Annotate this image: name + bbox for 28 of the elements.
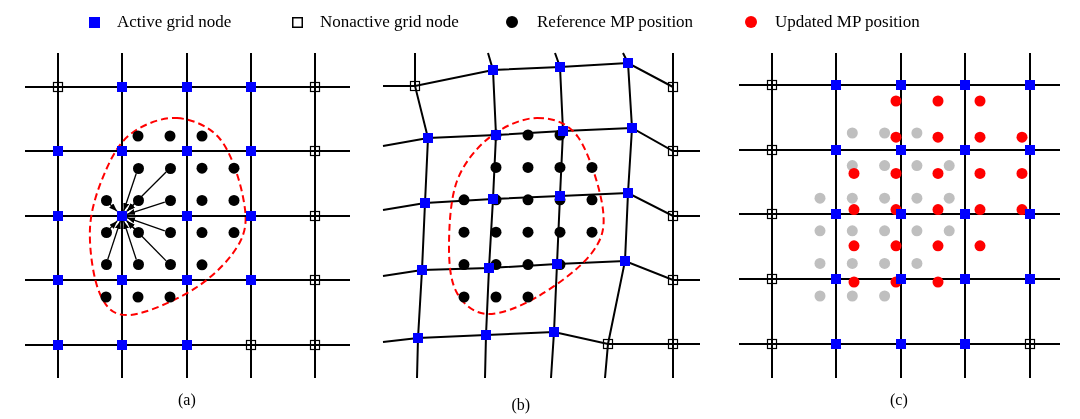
grid-node-square <box>117 211 127 221</box>
panel-label: (c) <box>890 391 908 409</box>
arrow <box>123 220 137 261</box>
legend-label: Active grid node <box>117 12 232 32</box>
material-point-dot <box>132 162 144 174</box>
panel-label: (a) <box>178 391 196 409</box>
material-point-dot <box>132 227 144 239</box>
legend-label: Updated MP position <box>775 12 920 32</box>
panel-label: (b) <box>511 396 531 414</box>
arrow <box>126 220 167 262</box>
arrow <box>123 172 137 212</box>
material-point-dot <box>164 194 176 206</box>
arrow <box>126 201 166 216</box>
material-point-dot <box>100 227 112 239</box>
material-point-dot <box>132 194 144 206</box>
material-point-dot <box>164 162 176 174</box>
material-point-dot <box>100 259 112 271</box>
material-point-dot <box>132 259 144 271</box>
arrow <box>126 203 135 212</box>
legend-label: Nonactive grid node <box>320 12 459 32</box>
material-point-dot <box>164 227 176 239</box>
arrow <box>109 203 118 212</box>
arrow <box>126 217 166 232</box>
arrow <box>107 220 121 261</box>
material-point-dot <box>164 259 176 271</box>
material-point-dot <box>100 194 112 206</box>
arrow <box>109 220 118 230</box>
legend-label: Reference MP position <box>537 12 694 32</box>
